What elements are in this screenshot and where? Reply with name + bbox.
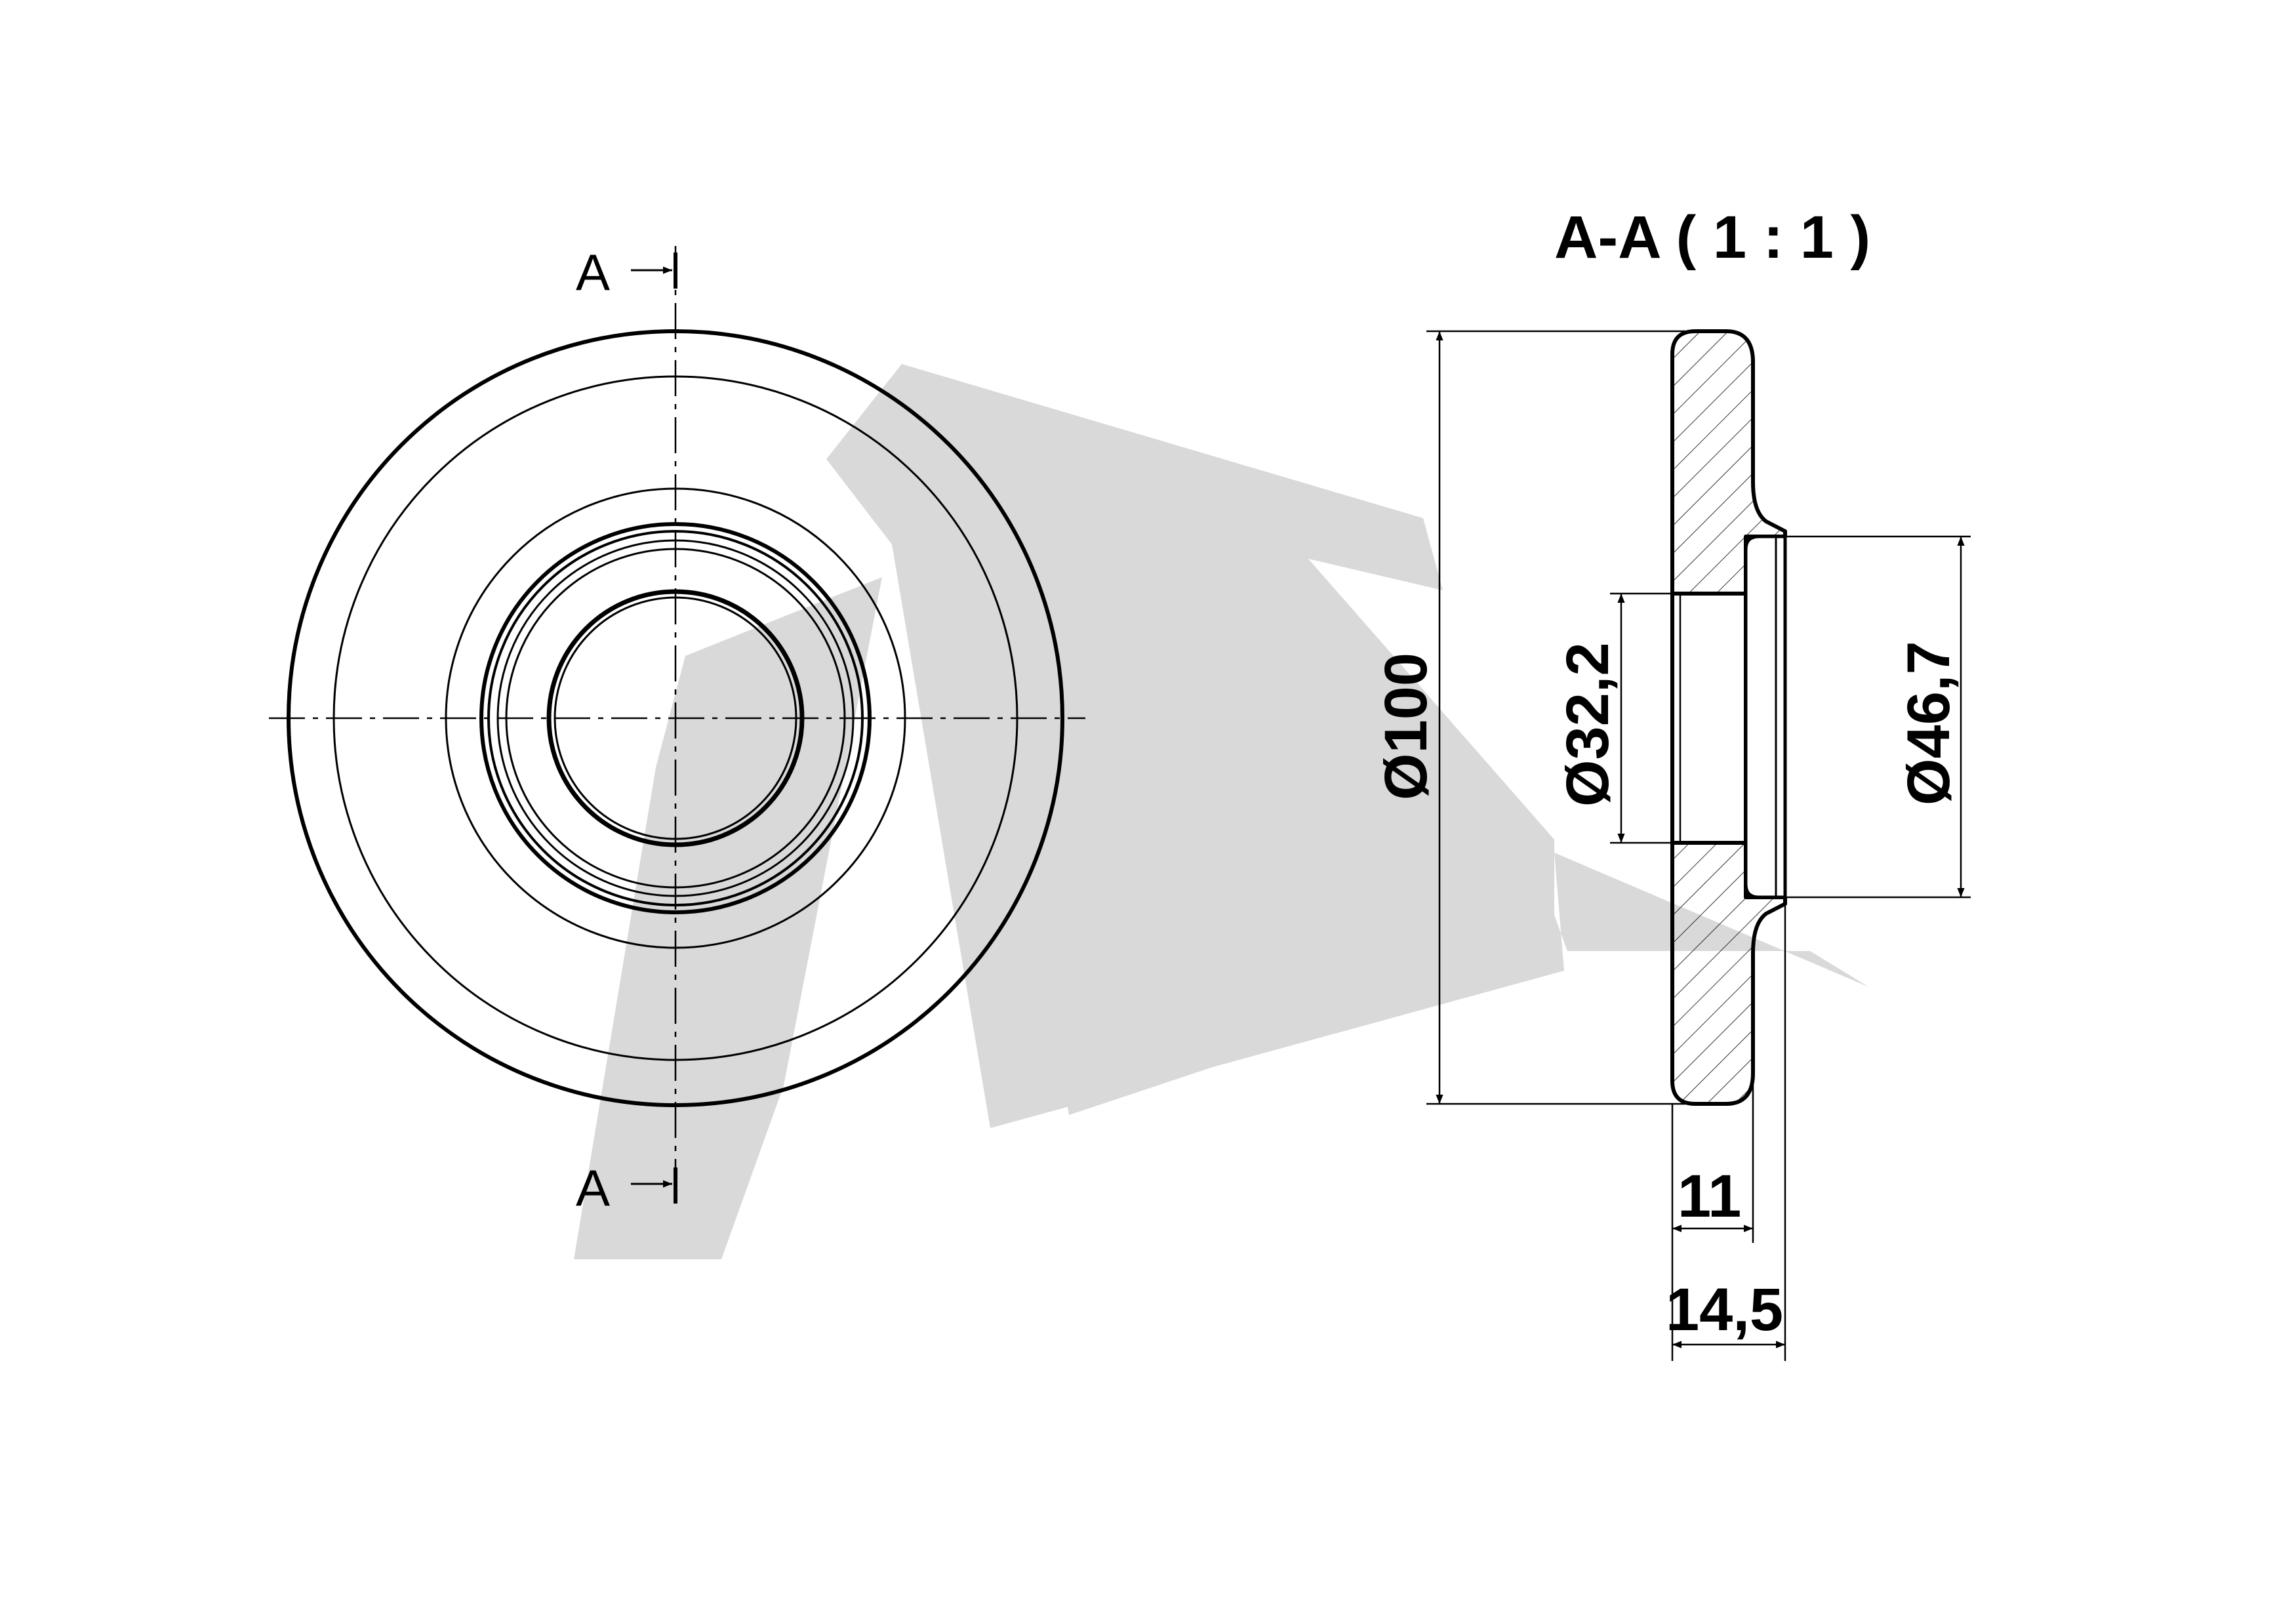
section-title: A-A ( 1 : 1 )	[1554, 204, 1870, 271]
dim-recess-diameter-label: Ø46,7	[1895, 641, 1962, 805]
dimension-lines	[1426, 330, 1971, 1361]
section-lower-half	[1670, 841, 1787, 1106]
section-upper-half	[1670, 329, 1787, 596]
section-view	[1670, 329, 1787, 1106]
section-mark-bottom: A	[576, 1159, 610, 1217]
section-mark-top: A	[576, 243, 610, 301]
dim-bore-diameter-label: Ø32,2	[1554, 642, 1621, 807]
front-view	[269, 246, 1085, 1204]
dim-outer-diameter-label: Ø100	[1373, 653, 1440, 800]
bore-section	[1670, 592, 1748, 845]
dim-flange-thickness-label: 11	[1678, 1163, 1741, 1230]
recess-section	[1744, 535, 1787, 899]
company-logo-watermark	[574, 364, 1869, 1259]
dim-total-thickness-label: 14,5	[1666, 1276, 1783, 1343]
